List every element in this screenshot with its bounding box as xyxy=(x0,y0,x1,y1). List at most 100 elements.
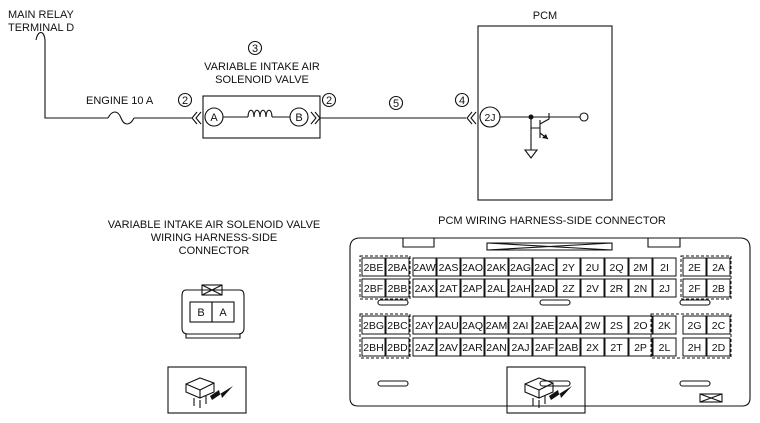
pcm-pin-label: 2U xyxy=(586,262,599,274)
pcm-pin-cell xyxy=(460,278,485,298)
relay-terminal-symbol xyxy=(35,31,46,41)
pcm-pin-cell xyxy=(556,257,581,277)
pcm-pin-cell xyxy=(532,278,557,298)
pcm-pin-label: 2L xyxy=(659,342,671,354)
pcm-pin-label: 2D xyxy=(712,342,726,354)
callout-4 xyxy=(454,92,470,108)
pcm-pin-cell xyxy=(508,278,533,298)
pcm-pin-cell xyxy=(532,337,557,357)
pcm-pin-cell xyxy=(436,278,461,298)
svg-text:2J: 2J xyxy=(484,112,495,124)
pcm-pin-cell xyxy=(682,337,707,357)
pcm-pin-cell xyxy=(532,315,557,335)
pcm-pin-label: 2K xyxy=(658,320,671,332)
pcm-connector-title: PCM WIRING HARNESS-SIDE CONNECTOR xyxy=(438,215,666,227)
pcm-pin-cell xyxy=(556,337,581,357)
pcm-pin-cell xyxy=(412,337,437,357)
small-connector: B A xyxy=(181,284,245,339)
pcm-pin-label: 2AQ xyxy=(462,320,483,332)
solenoid-label-1: VARIABLE INTAKE AIR xyxy=(204,61,320,73)
pcm-pin-cell xyxy=(484,257,509,277)
pcm-pin-cell xyxy=(604,315,629,335)
pcm-pin-label: 2AY xyxy=(415,320,434,332)
pcm-pin-cell xyxy=(508,257,533,277)
pcm-pin-cell xyxy=(580,278,605,298)
pcm-pin-cell xyxy=(706,257,731,277)
pcm-pin-cell xyxy=(652,278,677,298)
small-pin-B: B xyxy=(197,307,204,319)
pcm-pin-label: 2AI xyxy=(513,320,529,332)
fuse-symbol xyxy=(107,111,135,125)
svg-text:B: B xyxy=(295,112,302,124)
pcm-pin-label: 2AT xyxy=(439,283,458,295)
pcm-pin-group-outline xyxy=(680,255,732,300)
pcm-pin-cell xyxy=(460,337,485,357)
pcm-pin-label: 2AZ xyxy=(415,342,435,354)
connector-symbol-left xyxy=(191,111,202,125)
pcm-pin-label: 2AR xyxy=(462,342,483,354)
pcm-pin-cell xyxy=(628,337,653,357)
pcm-pin-cell xyxy=(580,315,605,335)
pcm-pin-group-outline xyxy=(359,255,411,300)
pcm-pin-cell xyxy=(682,315,707,335)
pcm-pin-cell xyxy=(652,315,677,335)
pcm-pin-cell xyxy=(508,337,533,357)
pcm-label: PCM xyxy=(533,10,557,22)
connector-symbol-right xyxy=(310,111,321,125)
pcm-pin-label: 2T xyxy=(610,342,623,354)
pcm-pin-label: 2AD xyxy=(534,283,555,295)
pcm-pin-cell xyxy=(361,337,386,357)
pcm-pin-label: 2BH xyxy=(363,342,383,354)
pcm-pin-cell xyxy=(652,337,677,357)
pcm-pin-label: 2I xyxy=(660,262,669,274)
pcm-pin-cell xyxy=(580,257,605,277)
pcm-pin-label: 2BA xyxy=(388,262,408,274)
view-icon-right xyxy=(506,366,586,414)
pcm-pin-label: 2AL xyxy=(487,283,506,295)
pcm-internal-terminal xyxy=(579,112,589,122)
pcm-pin-cell xyxy=(436,337,461,357)
pcm-pin-cell xyxy=(484,315,509,335)
pcm-pin-cell xyxy=(682,257,707,277)
svg-text:2: 2 xyxy=(182,95,188,107)
left-connector-title-2: WIRING HARNESS-SIDE xyxy=(151,232,278,244)
pcm-pin-cell xyxy=(628,278,653,298)
pcm-pin-label: 2O xyxy=(633,320,647,332)
pcm-pin-label: 2AM xyxy=(486,320,508,332)
svg-text:3: 3 xyxy=(252,43,258,55)
pcm-pin-cell xyxy=(604,257,629,277)
pcm-pin-cell xyxy=(385,278,410,298)
pcm-pin-cell xyxy=(532,257,557,277)
pcm-pin-cell xyxy=(604,337,629,357)
pcm-pin-label: 2BF xyxy=(364,283,383,295)
pcm-pin-label: 2G xyxy=(687,320,701,332)
wire-relay-to-fuse xyxy=(44,40,108,119)
solenoid-label-2: SOLENOID VALVE xyxy=(215,74,309,86)
pcm-pin-label: 2B xyxy=(712,283,725,295)
solenoid-valve-box xyxy=(202,95,321,139)
latch-slot-2 xyxy=(539,299,571,306)
pcm-pin-label: 2Z xyxy=(562,283,575,295)
latch-slot-4 xyxy=(377,380,409,387)
pcm-pin-cell xyxy=(556,315,581,335)
pcm-pin-cell xyxy=(361,315,386,335)
pcm-box xyxy=(477,25,613,201)
pcm-pin-cell xyxy=(706,337,731,357)
pcm-pin-label: 2AV xyxy=(439,342,458,354)
pcm-pin-cell xyxy=(580,337,605,357)
latch-slot-1 xyxy=(377,299,409,306)
pcm-pin-label: 2BC xyxy=(387,320,408,332)
pcm-pin-label: 2N xyxy=(634,283,647,295)
pcm-pin-cell xyxy=(385,257,410,277)
pcm-pin-label: 2AP xyxy=(463,283,483,295)
svg-text:A: A xyxy=(210,112,218,124)
pcm-pin-cell xyxy=(436,315,461,335)
callout-2-left xyxy=(177,92,193,108)
pcm-pin-label: 2AJ xyxy=(511,342,529,354)
latch-slot-3 xyxy=(679,299,711,306)
svg-text:4: 4 xyxy=(459,95,465,107)
pcm-pin-label: 2X xyxy=(586,342,599,354)
